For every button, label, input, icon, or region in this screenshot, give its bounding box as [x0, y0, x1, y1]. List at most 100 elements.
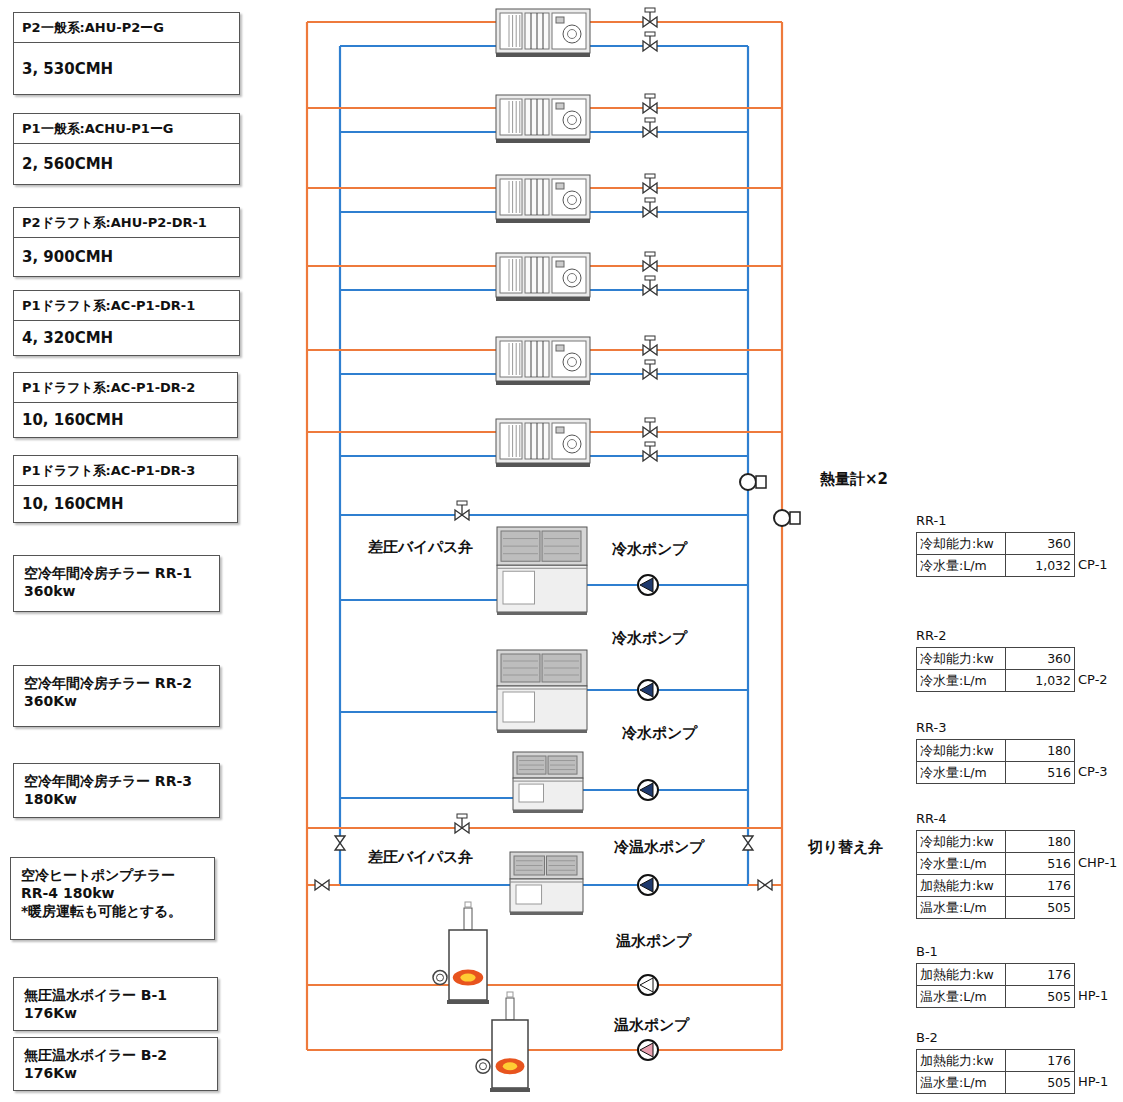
annotation-label: 温水ポンプ	[612, 1016, 691, 1034]
valve-symbol	[455, 501, 469, 520]
ahu-unit	[496, 9, 590, 57]
pump-symbol	[638, 680, 658, 700]
pump-symbol	[638, 780, 658, 800]
box-value: 3, 530CMH	[14, 43, 239, 94]
equipment-label-box: P1ドラフト系:AC-P1-DR-210, 160CMH	[13, 372, 238, 438]
table-value: 360	[1005, 532, 1075, 555]
equipment-label-box: 空冷年間冷房チラー RR-1360kw	[13, 555, 220, 612]
equipment-label-box: 空冷年間冷房チラー RR-3180Kw	[13, 763, 220, 818]
pump-code: CP-2	[1078, 669, 1108, 691]
pump-symbol	[638, 975, 658, 995]
valve-symbol	[643, 442, 657, 461]
table-title: RR-2	[916, 627, 947, 645]
ahu-unit	[496, 337, 590, 385]
pipe	[307, 1049, 782, 1051]
heat-meter-symbol	[740, 474, 766, 490]
pipe	[307, 984, 782, 986]
equipment-label-box: 空冷ヒートポンプチラーRR-4 180kw*暖房運転も可能とする。	[10, 857, 215, 940]
pump-code: CHP-1	[1078, 852, 1117, 874]
valve-symbol	[643, 32, 657, 51]
table-value: 505	[1005, 985, 1075, 1008]
equipment-label-box: P1一般系:ACHU-P1ーG2, 560CMH	[13, 113, 240, 185]
table-cell: 加熱能力:kw	[916, 963, 1006, 986]
valve-symbol	[643, 336, 657, 355]
table-cell: 温水量:L/m	[916, 1071, 1006, 1094]
box-value: 360kw	[24, 582, 209, 600]
valve-symbol	[643, 418, 657, 437]
annotation-label: 冷水ポンプ	[620, 724, 699, 742]
box-heading: P1ドラフト系:AC-P1-DR-3	[14, 456, 237, 486]
valve-symbol	[335, 836, 345, 850]
box-value: 3, 900CMH	[14, 238, 239, 276]
annotation-label: 温水ポンプ	[614, 932, 693, 950]
box-value: 10, 160CMH	[14, 486, 237, 522]
equipment-label-box: P1ドラフト系:AC-P1-DR-14, 320CMH	[13, 290, 240, 356]
table-title: RR-1	[916, 512, 947, 530]
box-heading: 無圧温水ボイラー B-1	[24, 986, 207, 1004]
pump-symbol	[638, 1040, 658, 1060]
table-title: RR-4	[916, 810, 947, 828]
table-cell: 冷水量:L/m	[916, 669, 1006, 692]
table-cell: 温水量:L/m	[916, 985, 1006, 1008]
equipment-label-box: 無圧温水ボイラー B-2176Kw	[13, 1037, 218, 1091]
box-heading: 空冷ヒートポンプチラー	[21, 866, 204, 884]
valve-symbol	[643, 94, 657, 113]
pipe	[747, 46, 749, 885]
pump-code: HP-1	[1078, 985, 1108, 1007]
pipe	[587, 689, 748, 691]
table-cell: 冷水量:L/m	[916, 554, 1006, 577]
table-cell: 加熱能力:kw	[916, 874, 1006, 897]
equipment-label-box: 空冷年間冷房チラー RR-2360Kw	[13, 665, 220, 727]
pipe	[340, 711, 497, 713]
valve-symbol	[758, 880, 772, 890]
valve-symbol	[315, 880, 329, 890]
table-value: 176	[1005, 963, 1075, 986]
table-title: RR-3	[916, 719, 947, 737]
box-value: 4, 320CMH	[14, 321, 239, 355]
annotation-label: 冷温水ポンプ	[612, 838, 706, 856]
table-cell: 冷却能力:kw	[916, 739, 1006, 762]
boiler-unit	[433, 902, 489, 1004]
annotation-label: 差圧バイパス弁	[366, 848, 475, 866]
table-cell: 加熱能力:kw	[916, 1049, 1006, 1072]
table-value: 505	[1005, 1071, 1075, 1094]
pump-code: HP-1	[1078, 1071, 1108, 1093]
table-value: 1,032	[1005, 554, 1075, 577]
box-value: 10, 160CMH	[14, 403, 237, 437]
table-value: 1,032	[1005, 669, 1075, 692]
table-cell: 冷水量:L/m	[916, 761, 1006, 784]
valve-symbol	[643, 118, 657, 137]
chiller-unit	[497, 650, 587, 733]
box-heading: P1ドラフト系:AC-P1-DR-2	[14, 373, 237, 403]
table-value: 176	[1005, 874, 1075, 897]
box-value: RR-4 180kw	[21, 884, 204, 902]
table-cell: 冷水量:L/m	[916, 852, 1006, 875]
table-cell: 冷却能力:kw	[916, 830, 1006, 853]
annotation-label: 切り替え弁	[806, 838, 885, 856]
box-value: 2, 560CMH	[14, 144, 239, 184]
valve-symbol	[643, 198, 657, 217]
box-heading: P1ドラフト系:AC-P1-DR-1	[14, 291, 239, 321]
boiler-unit	[476, 992, 530, 1092]
valve-symbol	[743, 836, 753, 850]
table-cell: 温水量:L/m	[916, 896, 1006, 919]
table-value: 505	[1005, 896, 1075, 919]
box-heading: 無圧温水ボイラー B-2	[24, 1046, 207, 1064]
pipe	[583, 789, 748, 791]
valve-symbol	[643, 252, 657, 271]
equipment-label-box: P1ドラフト系:AC-P1-DR-310, 160CMH	[13, 455, 238, 523]
valve-symbol	[643, 8, 657, 27]
box-heading: 空冷年間冷房チラー RR-2	[24, 674, 209, 692]
valve-symbol	[643, 174, 657, 193]
table-title: B-2	[916, 1029, 938, 1047]
heat-meter-symbol	[774, 510, 800, 526]
pipe	[587, 584, 748, 586]
valve-symbol	[643, 276, 657, 295]
ahu-unit	[496, 253, 590, 301]
table-value: 516	[1005, 852, 1075, 875]
box-heading: 空冷年間冷房チラー RR-3	[24, 772, 209, 790]
annotation-label: 冷水ポンプ	[610, 540, 689, 558]
table-value: 516	[1005, 761, 1075, 784]
table-value: 360	[1005, 647, 1075, 670]
